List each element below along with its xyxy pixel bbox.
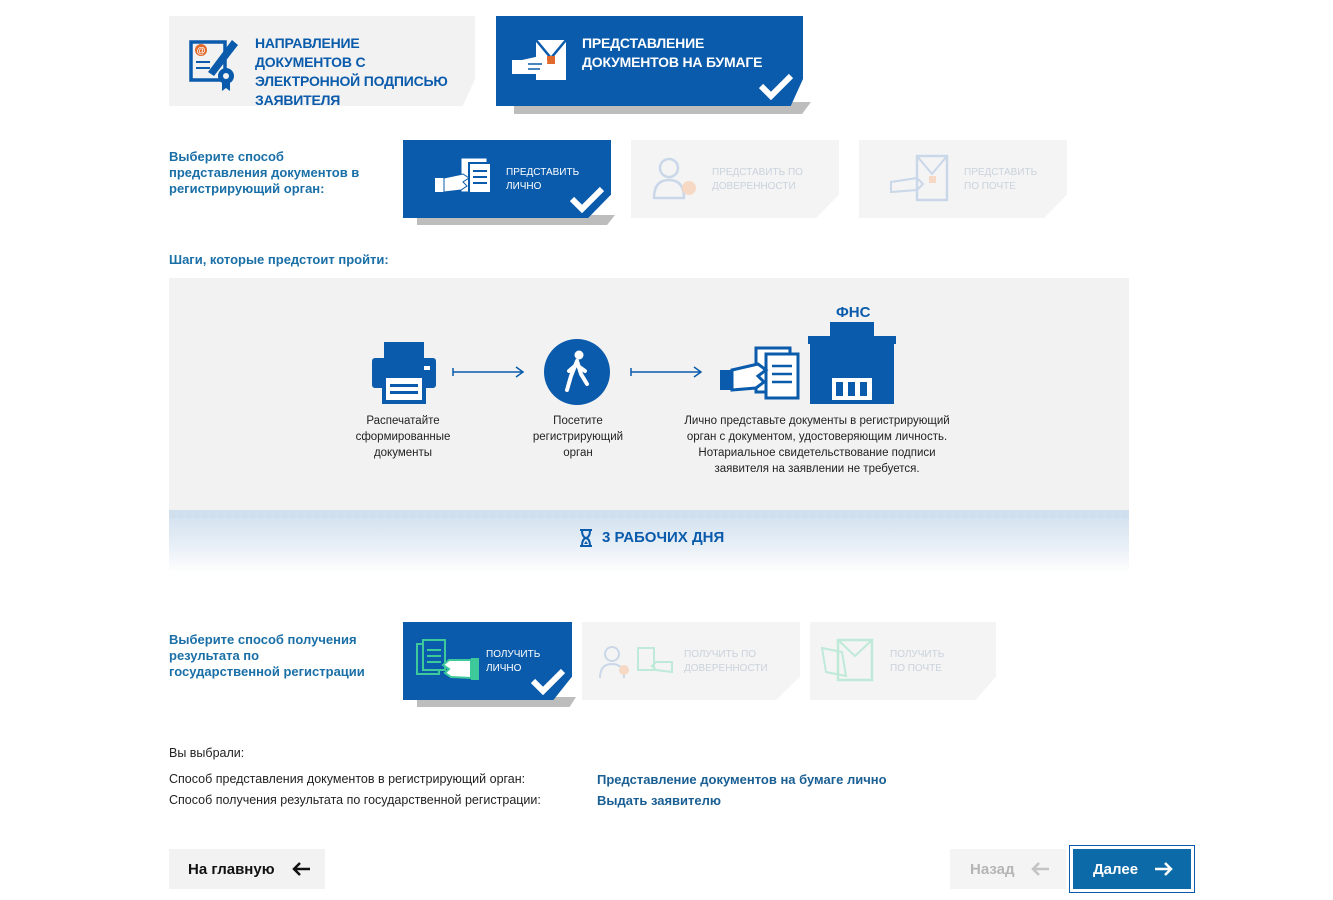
option-submit-by-mail[interactable]: Представить по почте: [859, 140, 1067, 218]
checkmark-icon: [530, 668, 566, 695]
summary-label: Способ представления документов в регист…: [169, 772, 526, 786]
tile-label: Направление документов с электронной под…: [255, 35, 448, 108]
fns-building-icon: [808, 322, 896, 404]
step-text: Посетите регистрирующий орган: [532, 415, 624, 459]
home-button-label: На главную: [188, 860, 275, 878]
arrow-icon: [630, 366, 703, 378]
fns-label: ФНС: [836, 304, 871, 321]
step-text: Лично представьте документы в регистриру…: [684, 415, 950, 475]
hourglass-icon: [580, 529, 592, 547]
back-button-label: Назад: [970, 860, 1015, 878]
summary-heading: Вы выбрали:: [169, 746, 245, 760]
tile-label: Представление документов на бумаге: [582, 35, 763, 70]
back-button[interactable]: Назад: [950, 849, 1066, 889]
steps-heading: Шаги, которые предстоит пройти:: [169, 252, 389, 267]
mail-icon: [890, 154, 949, 202]
option-submit-by-proxy[interactable]: Представить по доверенности: [631, 140, 839, 218]
step-text: Распечатайте сформированные документы: [355, 415, 451, 459]
summary-value: Представление документов на бумаге лично: [597, 772, 887, 787]
duration-text: 3 рабочих дня: [602, 529, 725, 546]
tile-paper-documents[interactable]: Представление документов на бумаге: [496, 16, 811, 114]
arrow-right-icon: [1155, 862, 1173, 876]
next-button-label: Далее: [1093, 860, 1139, 878]
option-receive-personally[interactable]: Получить лично: [403, 622, 576, 707]
summary-label: Способ получения результата по государст…: [169, 793, 541, 807]
option-label: Получить лично: [486, 649, 541, 674]
walking-person-icon: [544, 339, 610, 405]
svg-text:@: @: [197, 46, 206, 56]
wave-divider: [169, 510, 1129, 518]
arrow-left-icon: [1031, 862, 1050, 876]
checkmark-icon: [758, 73, 794, 100]
duration-band: [169, 510, 1129, 573]
next-button-focus-ring: [1069, 845, 1195, 893]
option-submit-personally[interactable]: Представить лично: [403, 140, 615, 225]
tile-electronic-signature[interactable]: @ Направление документов с электронной п…: [169, 16, 475, 108]
option-receive-by-proxy[interactable]: Получить по доверенности: [582, 622, 800, 700]
next-button[interactable]: Далее: [1073, 849, 1191, 889]
home-button[interactable]: На главную: [169, 849, 325, 889]
summary-value: Выдать заявителю: [597, 793, 721, 808]
option-receive-by-mail[interactable]: Получить по почте: [810, 622, 996, 700]
printer-icon: [372, 342, 436, 404]
arrow-left-icon: [291, 862, 310, 876]
proxy-person-icon: [652, 157, 696, 200]
option-label: Получить по доверенности: [684, 649, 768, 674]
option-label: Получить по почте: [890, 649, 945, 674]
receive-document-icon: [416, 639, 479, 680]
steps-panel: [169, 278, 1129, 573]
arrow-icon: [452, 366, 525, 378]
hand-document-icon: [720, 346, 800, 400]
hand-document-icon: [435, 157, 492, 194]
mail-icon: [820, 638, 874, 682]
electronic-signature-icon: @: [189, 40, 238, 91]
receive-method-prompt: Выберите способ получения результата по …: [169, 632, 365, 679]
checkmark-icon: [569, 186, 605, 213]
option-label: Представить по почте: [964, 167, 1038, 192]
paper-documents-icon: [512, 39, 567, 80]
option-label: Представить лично: [506, 167, 580, 192]
option-label: Представить по доверенности: [712, 167, 803, 192]
submit-method-prompt: Выберите способ представления документов…: [169, 149, 360, 196]
proxy-person-icon: [599, 646, 673, 679]
